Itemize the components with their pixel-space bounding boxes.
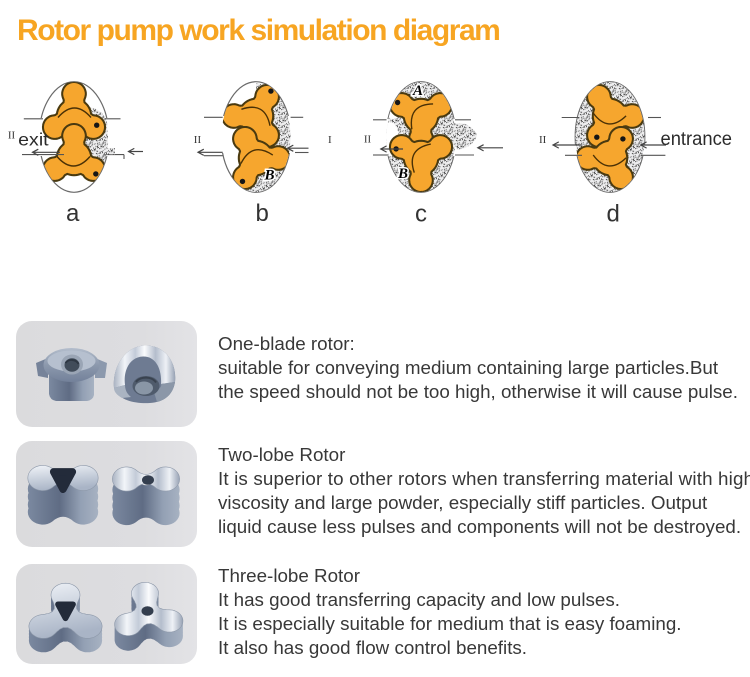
svg-text:II: II	[364, 133, 372, 145]
svg-text:a: a	[66, 200, 80, 227]
svg-text:II: II	[539, 134, 547, 146]
svg-text:B: B	[264, 167, 275, 183]
svg-text:II: II	[194, 134, 202, 146]
svg-text:B: B	[397, 166, 408, 182]
svg-text:A: A	[412, 83, 423, 99]
svg-text:entrance: entrance	[661, 129, 733, 150]
svg-text:II: II	[8, 130, 16, 142]
svg-text:b: b	[256, 200, 269, 227]
svg-text:I: I	[328, 134, 332, 146]
svg-text:exit: exit	[18, 130, 49, 150]
svg-text:d: d	[607, 201, 620, 228]
svg-text:c: c	[415, 201, 427, 228]
